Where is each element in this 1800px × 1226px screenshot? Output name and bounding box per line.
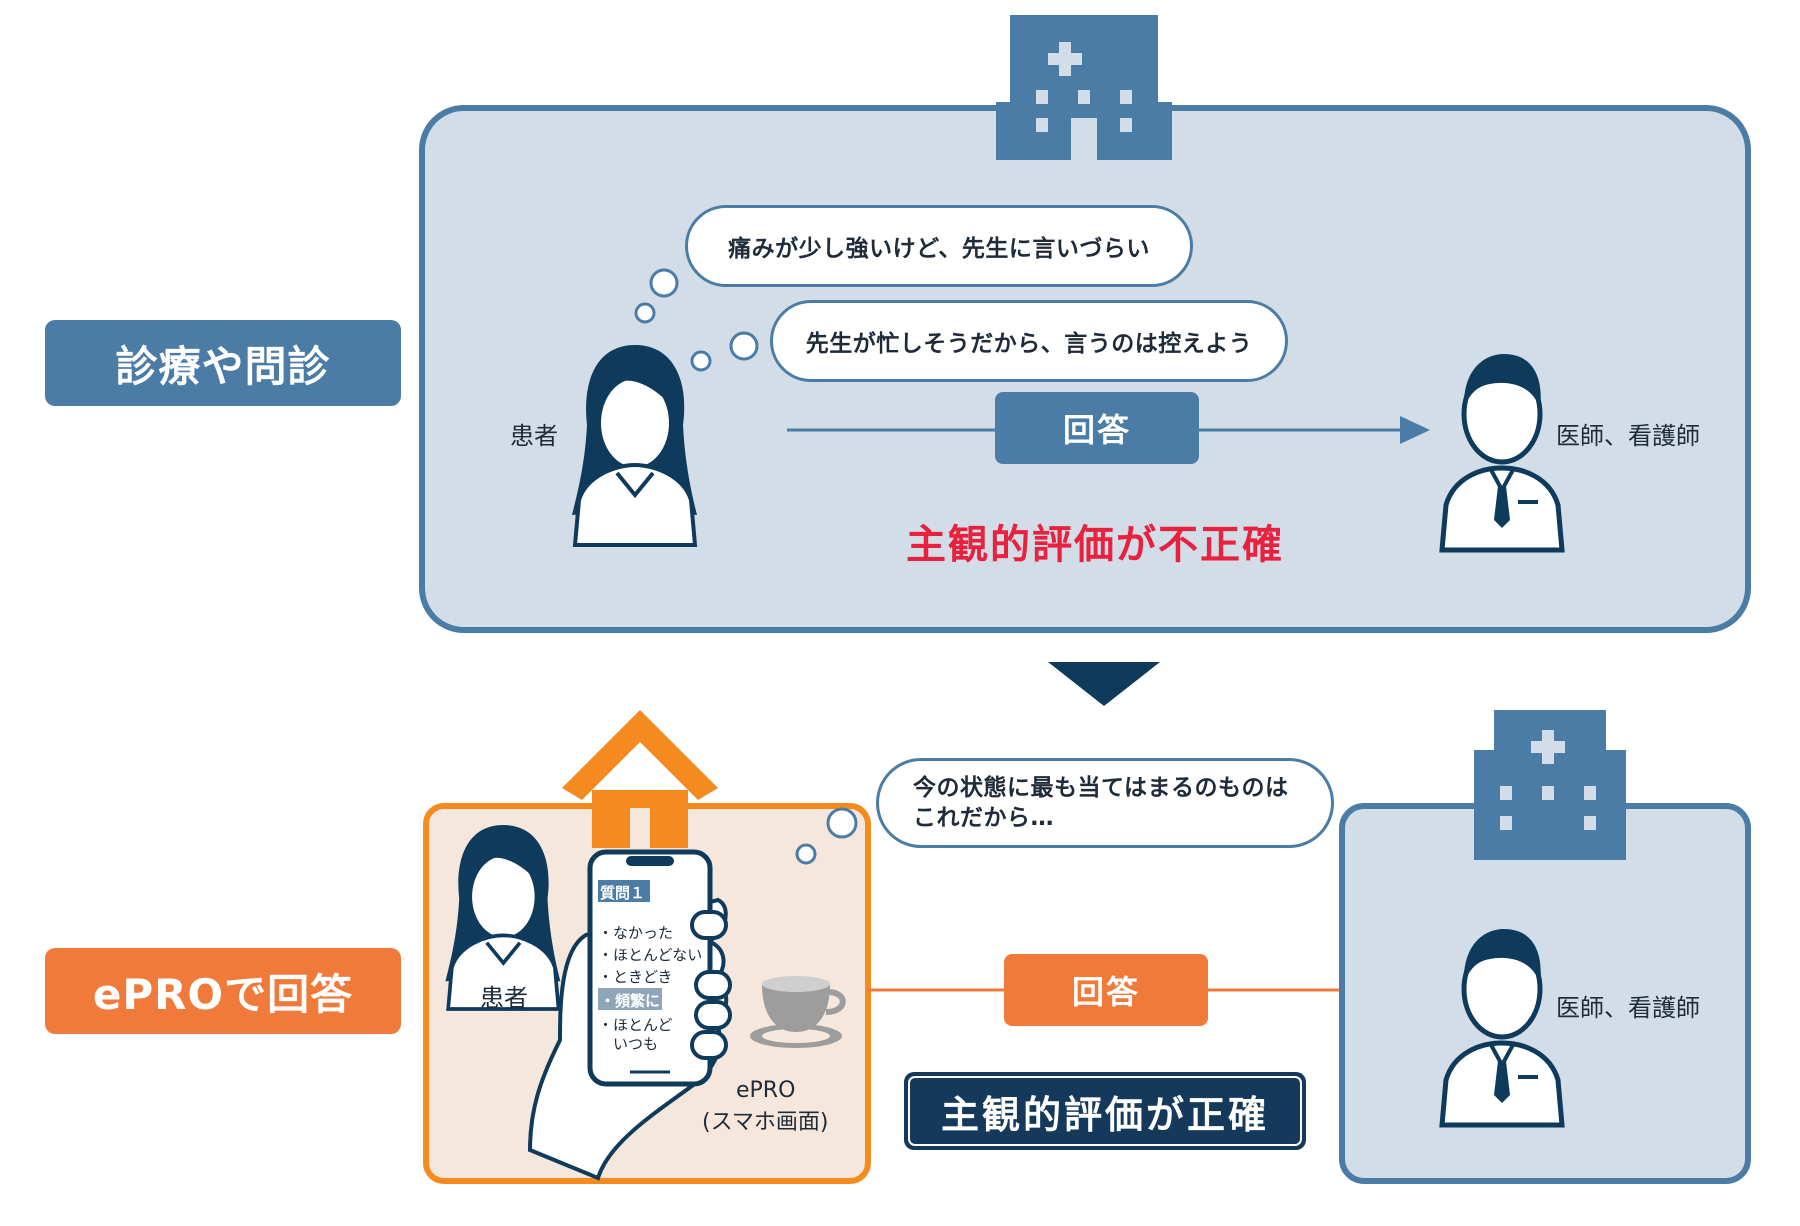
epro-caption: ePRO — [736, 1078, 796, 1103]
doctor-nurse-label: 医師、看護師 — [1556, 422, 1700, 450]
thought-dot-large — [649, 268, 679, 298]
female-patient-icon — [445, 825, 561, 1011]
coffee-cup-icon — [750, 976, 846, 1048]
female-patient-icon — [572, 345, 698, 547]
house-icon — [562, 710, 718, 848]
thought-bubble-best-fit: 今の状態に最も当てはまるのものは これだから… — [876, 758, 1334, 848]
answer-badge: 回答 — [1004, 954, 1208, 1026]
patient-label: 患者 — [480, 984, 528, 1012]
smartphone-icon — [587, 849, 713, 1087]
thought-bubble-pain: 痛みが少し強いけど、先生に言いづらい — [685, 205, 1193, 287]
label-current-consultation: 診療や問診 — [45, 320, 401, 406]
doctor-nurse-label: 医師、看護師 — [1556, 994, 1700, 1022]
answer-arrow-head — [1400, 416, 1430, 444]
thought-bubble-busy: 先生が忙しそうだから、言うのは控えよう — [770, 300, 1288, 382]
phone-option[interactable]: ・ときどき — [598, 968, 673, 986]
thought-dot-small — [795, 843, 817, 865]
epro-caption-sub: (スマホ画面) — [702, 1110, 829, 1135]
label-epro-answer: ePROで回答 — [45, 948, 401, 1034]
thought-dot-small — [690, 350, 712, 372]
answer-badge: 回答 — [995, 392, 1199, 464]
thought-dot-large — [826, 807, 858, 839]
phone-option[interactable]: ・なかった — [598, 924, 674, 942]
thought-dot-small — [634, 302, 656, 324]
phone-question-title: 質問１ — [600, 884, 646, 902]
male-doctor-icon — [1439, 354, 1565, 553]
male-doctor-icon — [1439, 929, 1565, 1128]
verdict-accurate-inner: 主観的評価が正確 — [908, 1076, 1302, 1146]
fingers-icon — [690, 910, 732, 1060]
phone-option-selected[interactable]: ・頻繁に — [600, 992, 661, 1010]
hospital-icon — [996, 15, 1172, 160]
thought-dot-large — [729, 331, 759, 361]
phone-option[interactable]: ・ほとんどない — [598, 946, 703, 964]
phone-option[interactable]: ・ほとんど いつも — [598, 1016, 673, 1053]
verdict-inaccurate: 主観的評価が不正確 — [906, 522, 1284, 568]
patient-label: 患者 — [510, 422, 558, 450]
down-triangle-icon — [1048, 662, 1160, 706]
hospital-icon — [1474, 710, 1626, 860]
verdict-accurate: 主観的評価が正確 — [904, 1072, 1306, 1150]
